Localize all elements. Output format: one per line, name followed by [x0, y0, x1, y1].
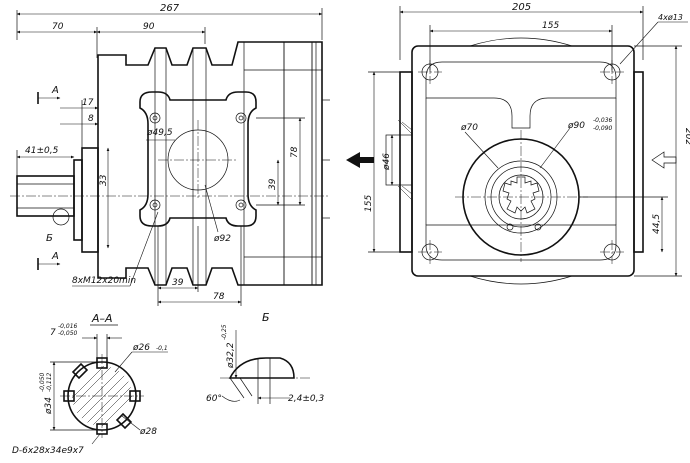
section-aa-title: A–A [91, 312, 113, 325]
dim-90: 90 [143, 22, 155, 32]
dim-bore-tol-upper: -0,036 [593, 117, 613, 124]
spline-designation: D-6x28x34e9x7 [12, 446, 84, 456]
view-b-mark: Б [46, 233, 53, 244]
dim-dia-34-tol-lower: -0,112 [46, 372, 53, 392]
side-view: 205 155 [346, 2, 690, 285]
bolts-callout: 8xM12x20min [72, 276, 136, 286]
dim-dia-26: ø26 [132, 343, 150, 353]
dim-overall-length: 267 [160, 3, 180, 14]
dim-dia-32-tol: -0,25 [221, 324, 228, 340]
section-a-marker-top: A [51, 85, 59, 96]
dim-44-5: 44,5 [652, 214, 662, 234]
dim-flange-dia: ø49,5 [146, 128, 173, 138]
dim-dia-28: ø28 [139, 427, 157, 437]
section-a-marker-bottom: A [51, 251, 59, 262]
dim-bore-tol-lower: -0,090 [593, 125, 613, 132]
dim-bore-dia: ø90 [567, 121, 585, 131]
dim-chamfer: 2,4±0,3 [288, 394, 324, 404]
dim-70: 70 [52, 22, 64, 32]
dim-17: 17 [82, 98, 94, 108]
holes-callout: 4xø13 [658, 13, 683, 22]
dim-bolt-spacing: 155 [542, 21, 559, 31]
dim-height-155: 155 [364, 195, 374, 212]
dim-height-202: 202 [683, 128, 690, 145]
dim-port-dia: ø92 [213, 234, 231, 244]
dim-dia-26-tol: -0,1 [156, 345, 168, 352]
dim-dia-32: ø32,2 [226, 342, 236, 369]
dim-port-dia-46: ø46 [382, 153, 392, 171]
dim-78-vertical: 78 [290, 146, 300, 158]
dim-key-width: 7 [50, 328, 56, 338]
dim-8: 8 [88, 114, 94, 124]
dim-39-vertical: 39 [268, 178, 278, 190]
section-aa: A–A 7 -0,016 -0,050 [12, 312, 168, 456]
view-b-label: Б [262, 311, 270, 324]
dim-shaft-length: 41±0,5 [25, 146, 59, 156]
dim-pilot-dia: ø70 [460, 123, 478, 133]
dim-33: 33 [99, 174, 109, 186]
dim-width-205: 205 [512, 2, 531, 13]
dim-dia-34-tol-upper: -0,050 [39, 372, 46, 392]
dim-78-horizontal: 78 [213, 292, 225, 302]
dim-dia-34: ø34 [44, 397, 54, 415]
front-view: 267 70 90 Б [10, 3, 330, 306]
dim-key-tol-lower: -0,050 [58, 330, 78, 337]
dim-39-horizontal: 39 [172, 278, 184, 288]
dim-angle-60: 60° [206, 394, 222, 404]
dim-key-tol-upper: -0,016 [58, 323, 78, 330]
detail-b: ø32,2 -0,25 60° 2,4±0,3 [206, 324, 324, 404]
